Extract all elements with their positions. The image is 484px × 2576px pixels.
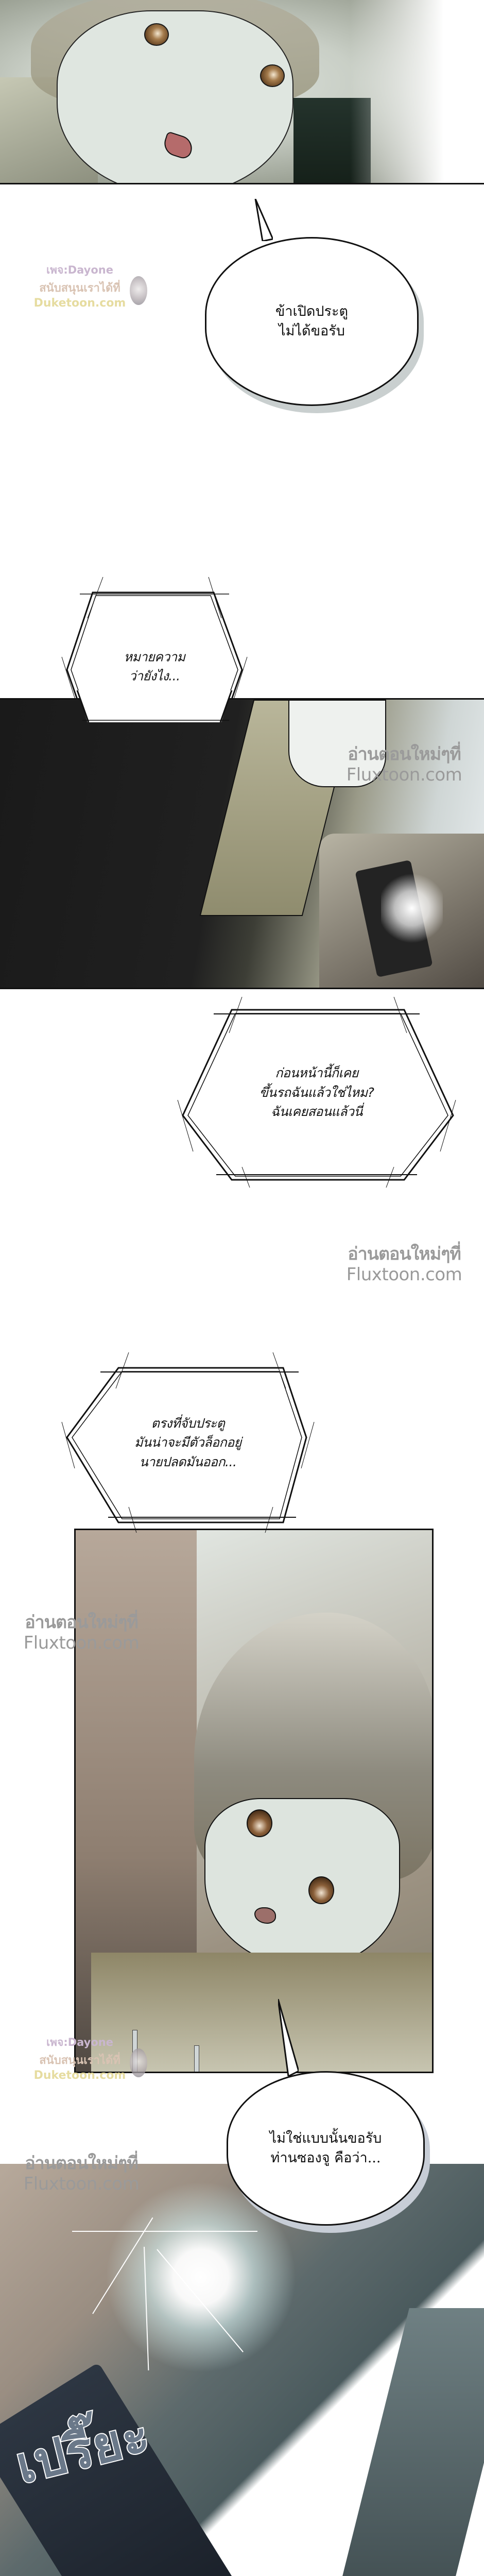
panel-crying-child [74,1529,434,2073]
narration-line: ก่อนหน้านี้ก็เคย [275,1065,358,1080]
watermark-support-text: สนับสนุนเราได้ที่ [39,282,120,295]
hoodie-string [194,2045,199,2072]
narration-line: ตรงที่จับประตู [151,1415,225,1431]
left-eye [247,1809,272,1837]
duketoon-watermark: เพจ:Dayone สนับสนุนเราได้ที่ Duketoon.co… [21,2034,147,2082]
flare-ray [72,2231,257,2232]
bubble-line: ข้าเปิดประตู [275,303,349,320]
narration-box-2-bottom [76,690,233,723]
speech-bubble-1: ข้าเปิดประตู ไม่ได้ขอรับ [205,237,419,406]
fluxtoon-watermark: อ่านตอนใหม่ๆที่ Fluxtoon.com [330,744,479,786]
speech-bubble-5: ไม่ใช่แบบนั้นขอรับ ท่านซองจู คือว่า... [227,2071,425,2226]
right-eye [260,64,285,87]
watermark-site: Fluxtoon.com [346,1264,462,1285]
watermark-site: Fluxtoon.com [23,1633,140,1654]
watermark-support-text: สนับสนุนเราได้ที่ [39,2054,120,2067]
hand-with-phone [288,700,386,787]
fluxtoon-watermark: อ่านตอนใหม่ๆที่ Fluxtoon.com [330,1244,479,1285]
watermark-line: อ่านตอนใหม่ๆที่ [25,1612,139,1633]
bubble-line: ท่านซองจู คือว่า... [270,2150,381,2166]
face [204,1798,400,1968]
narration-line: มันน่าจะมีตัวล็อกอยู่ [134,1435,241,1450]
watermark-line: อ่านตอนใหม่ๆที่ [25,2153,139,2174]
narration-line: ว่ายังไง... [129,668,180,684]
watermark-site: Fluxtoon.com [346,765,462,786]
fluxtoon-watermark: อ่านตอนใหม่ๆที่ Fluxtoon.com [4,1612,159,1654]
watermark-avatar-icon [130,2048,147,2077]
panel-phone-door-handle [0,698,484,989]
window-pillar [332,2308,484,2576]
panel-crying-boy-closeup [0,0,484,184]
left-eye [144,23,169,46]
narration-box-4: ตรงที่จับประตู มันน่าจะมีตัวล็อกอยู่ นาย… [61,1352,340,1548]
mouth [254,1907,276,1924]
panel-car-window-flare [0,2164,484,2576]
watermark-site: Duketoon.com [33,2069,126,2082]
watermark-line: อ่านตอนใหม่ๆที่ [348,1244,461,1264]
duketoon-watermark: เพจ:Dayone สนับสนุนเราได้ที่ Duketoon.co… [21,262,147,310]
handle-glow [381,870,443,947]
fluxtoon-watermark: อ่านตอนใหม่ๆที่ Fluxtoon.com [4,2153,159,2195]
watermark-site: Fluxtoon.com [23,2174,140,2195]
face [57,10,293,183]
bubble-tail [278,1999,299,2076]
hoodie [91,1953,432,2072]
watermark-page-name: เพจ:Dayone [46,2036,113,2048]
bubble-tail [254,199,273,241]
bubble-line: ไม่ได้ขอรับ [279,323,345,339]
narration-line: ขึ้นรถฉันแล้วใช่ไหม? [259,1084,374,1100]
right-eye [308,1876,334,1904]
narration-line: ฉันเคยสอนแล้วนี่ [271,1104,362,1119]
light-glow [350,0,484,183]
bubble-line: ไม่ใช่แบบนั้นขอรับ [269,2130,382,2147]
narration-line: หมายความ [124,649,185,665]
watermark-site: Duketoon.com [33,297,126,310]
watermark-line: อ่านตอนใหม่ๆที่ [348,744,461,765]
narration-box-3: ก่อนหน้านี้ก็เคย ขึ้นรถฉันแล้วใช่ไหม? ฉั… [177,996,456,1188]
narration-line: นายปลดมันออก... [139,1454,237,1469]
watermark-page-name: เพจ:Dayone [46,264,113,276]
watermark-avatar-icon [130,276,147,305]
